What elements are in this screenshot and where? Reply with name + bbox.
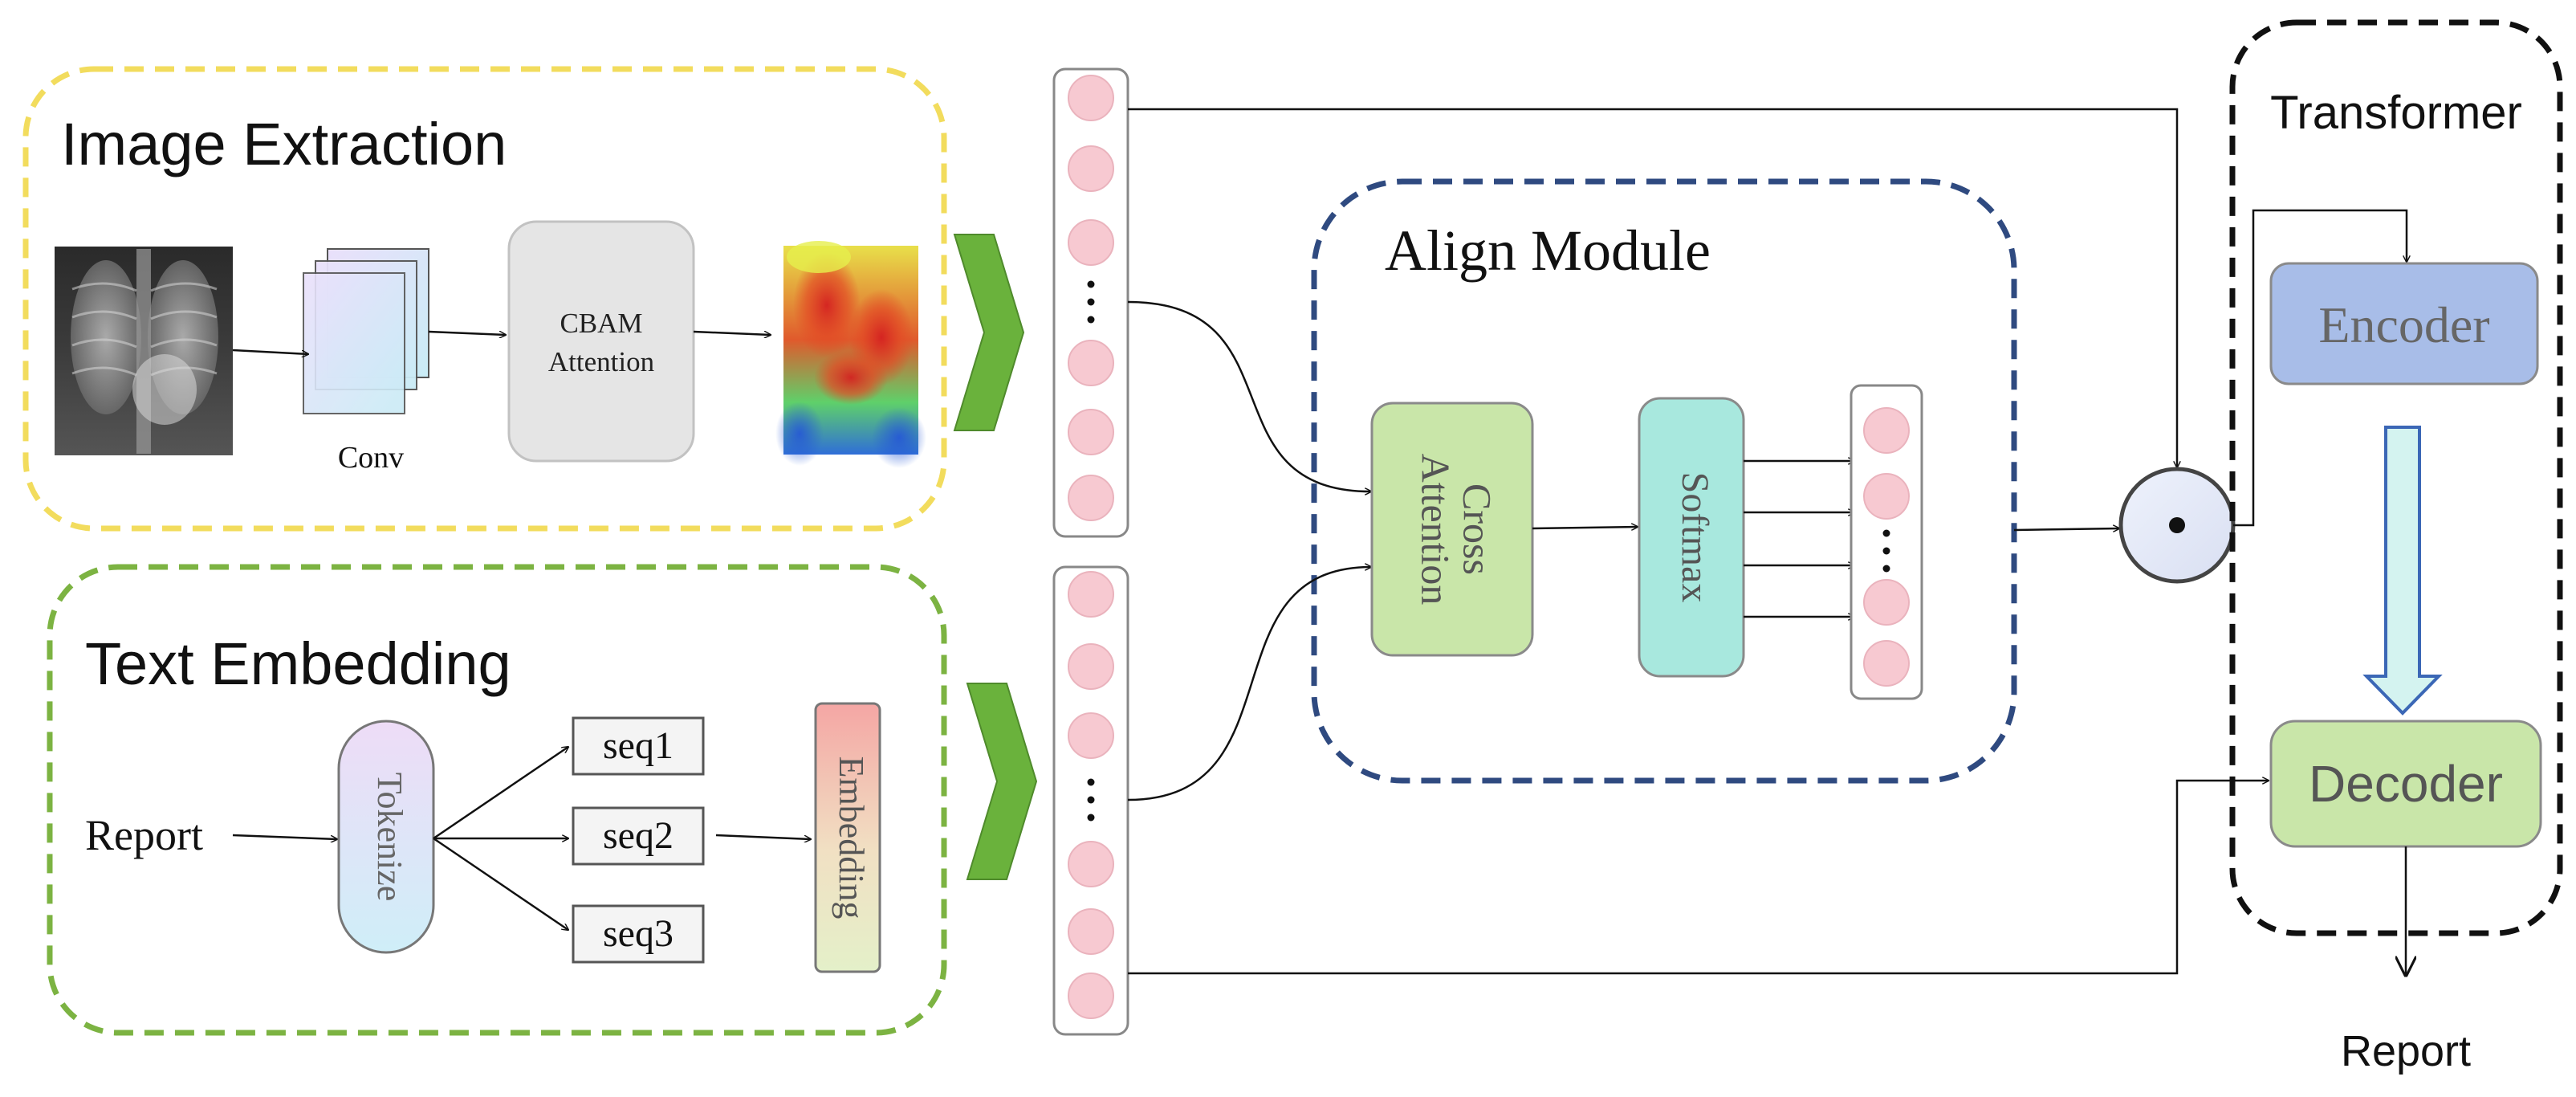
softmax-label: Softmax — [1674, 472, 1716, 603]
seq1-label: seq1 — [603, 724, 674, 767]
cbam-attention-block — [507, 220, 695, 463]
cbam-label-line1: CBAM — [560, 308, 642, 339]
aligned-token-dot — [1863, 473, 1910, 520]
report-input-label: Report — [85, 811, 203, 859]
arrow-image-tokens-to-fusion — [1128, 108, 2177, 467]
embedding-label: Embedding — [832, 756, 871, 920]
curve-image-tokens-to-cross-attention — [1127, 300, 1371, 491]
tokenize-label: Tokenize — [370, 773, 409, 902]
tokenize-block — [337, 720, 435, 954]
seq2-label: seq2 — [603, 814, 674, 857]
attention-heatmap-image — [775, 241, 926, 468]
arrow-text-tokens-to-decoder — [1128, 781, 2269, 975]
align-module-title: Align Module — [1385, 218, 1711, 283]
text-token-dot — [1068, 841, 1114, 887]
align-module-frame — [1311, 178, 2017, 784]
conv-feature-maps — [303, 248, 429, 414]
image-chevron — [953, 234, 1025, 431]
image-token-dot — [1068, 409, 1114, 455]
cross-attention-label-line1: Cross — [1455, 483, 1500, 575]
arrow-cross-to-softmax — [1532, 527, 1638, 528]
text-token-dot — [1068, 973, 1114, 1019]
curve-text-tokens-to-cross-attention — [1127, 567, 1371, 801]
conv-label: Conv — [338, 441, 404, 475]
cross-attention-block — [1370, 402, 1534, 657]
arrow-seq2-to-embedding — [715, 834, 811, 839]
seq3-box — [572, 904, 705, 964]
image-token-dot — [1068, 145, 1114, 192]
image-extraction-title: Image Extraction — [61, 111, 507, 177]
image-token-dot — [1068, 475, 1114, 521]
cross-attention-label-line2: Attention — [1414, 454, 1459, 606]
text-token-dots — [1068, 571, 1114, 1019]
softmax-block — [1638, 397, 1745, 678]
image-token-ellipsis — [1087, 280, 1095, 324]
text-embedding-title: Text Embedding — [85, 630, 511, 697]
dot-product-icon — [2169, 517, 2185, 533]
transformer-title: Transformer — [2270, 87, 2522, 139]
image-extraction-frame — [22, 66, 947, 532]
text-token-dot — [1068, 712, 1114, 759]
arrow-tokenize-to-seq1 — [433, 747, 568, 840]
arrow-tokenize-to-seq3 — [433, 837, 568, 930]
cbam-label-line2: Attention — [548, 346, 654, 377]
text-token-ellipsis — [1087, 778, 1095, 822]
seq3-label: seq3 — [603, 912, 674, 955]
text-token-dot — [1068, 908, 1114, 955]
decoder-label: Decoder — [2309, 755, 2503, 813]
image-token-dot — [1068, 75, 1114, 121]
aligned-token-dot — [1863, 640, 1910, 687]
aligned-token-dots — [1863, 407, 1910, 687]
seq2-box — [572, 806, 705, 866]
text-embedding-frame — [47, 564, 947, 1036]
encoder-block — [2269, 262, 2539, 385]
transformer-frame — [2229, 19, 2563, 936]
text-token-dot — [1068, 571, 1114, 618]
arrow-report-to-tokenize — [232, 834, 337, 839]
arrow-align-to-fusion — [2013, 528, 2119, 530]
encoder-label: Encoder — [2318, 296, 2489, 353]
chest-xray-image — [55, 247, 233, 455]
aligned-token-column — [1850, 384, 1923, 700]
encoder-to-decoder-arrow — [2362, 426, 2443, 716]
seq1-box — [572, 716, 705, 776]
arrow-cbam-to-heatmap — [693, 330, 771, 335]
text-chevron — [966, 683, 1038, 880]
arrow-fusion-to-encoder — [2233, 209, 2407, 527]
arrow-conv-to-cbam — [428, 330, 506, 335]
arrow-xray-to-conv — [232, 349, 308, 354]
text-token-dot — [1068, 643, 1114, 690]
image-token-dots — [1068, 75, 1114, 521]
aligned-token-dot — [1863, 407, 1910, 454]
aligned-token-ellipsis — [1882, 529, 1890, 573]
image-token-dot — [1068, 219, 1114, 266]
embedding-block — [814, 702, 881, 973]
output-report-label: Report — [2341, 1027, 2471, 1075]
image-token-dot — [1068, 340, 1114, 386]
aligned-token-dot — [1863, 579, 1910, 626]
